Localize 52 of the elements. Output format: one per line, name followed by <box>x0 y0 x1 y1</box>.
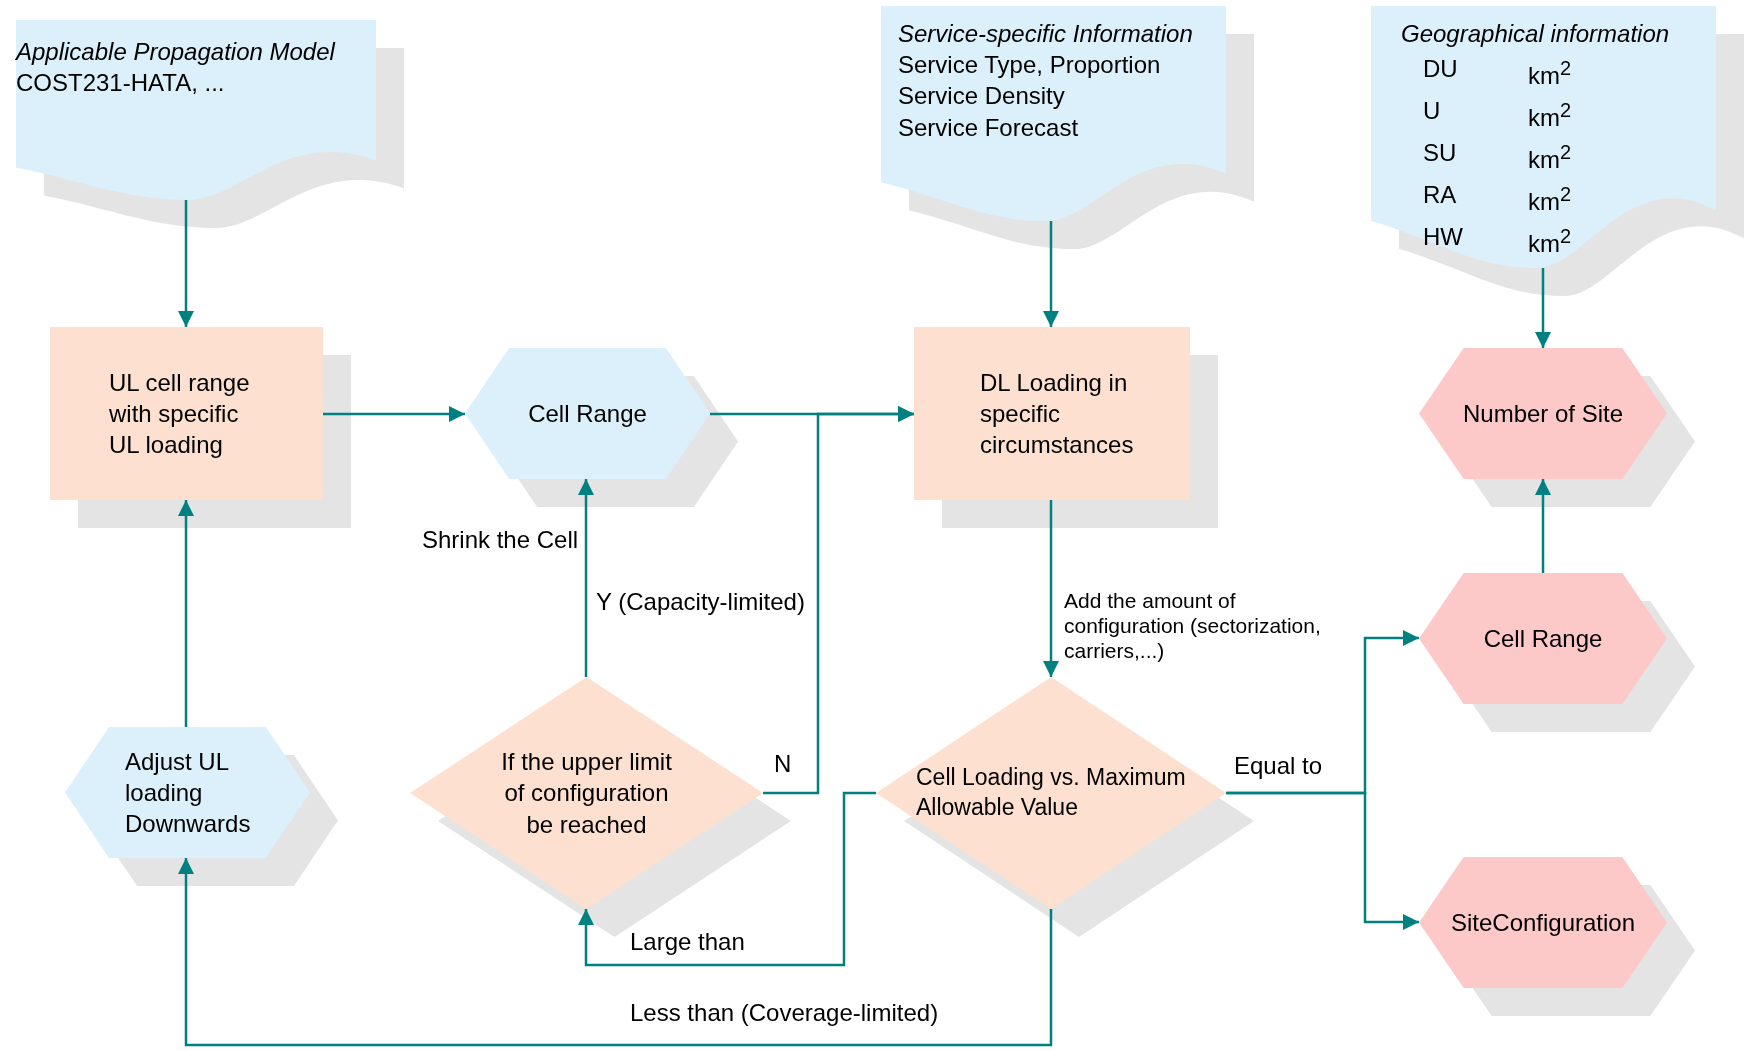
connector-arrow <box>1535 479 1551 573</box>
node-text: DL Loading in specific circumstances <box>980 367 1135 461</box>
connector-arrow <box>1535 268 1551 348</box>
unit-text: km$^{2}$ <box>1528 224 1572 260</box>
hexagon-shape <box>1419 857 1667 988</box>
connector-arrow <box>178 500 194 727</box>
node-text: COST231-HATA, ... <box>16 68 226 99</box>
document-shape <box>1371 6 1716 268</box>
node-text: Cell Range <box>527 398 648 429</box>
node-text: If the upper limit of configuration be reached <box>500 747 673 840</box>
connector-arrow <box>178 858 1053 1047</box>
connector-arrow <box>763 406 914 795</box>
unit-text: km$^{2}$ <box>1528 182 1572 218</box>
decision-diamond <box>876 677 1226 909</box>
node-text: Service Forecast <box>898 112 1080 143</box>
unit-text: km$^{2}$ <box>1528 98 1572 134</box>
connector-arrow <box>578 791 876 967</box>
process-box <box>914 327 1190 500</box>
hexagon-shape <box>465 348 710 479</box>
heading-text: Applicable Propagation Model <box>16 37 337 67</box>
unit-text: km$^{2}$ <box>1528 56 1572 92</box>
node-text: Number of Site <box>1461 398 1625 429</box>
connector-arrow <box>1043 500 1059 677</box>
unit-text: km$^{2}$ <box>1528 140 1572 176</box>
process-box <box>50 327 323 500</box>
connector-arrow <box>1043 221 1059 327</box>
area-type-text: HW <box>1423 222 1463 253</box>
node-text: UL cell range with specific UL loading <box>109 367 251 461</box>
document-shape <box>881 6 1226 221</box>
hexagon-shape <box>65 727 310 858</box>
connector-arrow <box>1226 791 1419 930</box>
node-text: Service Density <box>898 81 1066 112</box>
heading-text: Geographical information <box>1401 19 1671 49</box>
annotation-text: Add the amount of configuration (sectorization, carriers,...) <box>1064 588 1322 664</box>
annotation-text: Shrink the Cell <box>422 526 579 555</box>
connector-arrow <box>178 200 194 327</box>
area-type-text: DU <box>1423 54 1458 85</box>
document-shape <box>16 20 376 200</box>
node-text: SiteConfiguration <box>1449 907 1637 938</box>
node-text: Adjust UL loading Downwards <box>125 746 252 840</box>
area-type-text: U <box>1423 96 1441 127</box>
hexagon-shape <box>1419 573 1667 704</box>
decision-diamond <box>410 677 763 909</box>
node-text: Service Type, Proportion <box>898 50 1162 81</box>
connector-arrow <box>323 406 465 422</box>
node-text: Cell Loading vs. Maximum Allowable Value <box>916 763 1187 822</box>
heading-text: Service-specific Information <box>898 19 1194 49</box>
area-type-text: SU <box>1423 138 1457 169</box>
node-text: Cell Range <box>1482 623 1604 654</box>
connector-arrow <box>578 479 594 677</box>
area-type-text: RA <box>1423 180 1457 211</box>
hexagon-shape <box>1419 348 1667 479</box>
